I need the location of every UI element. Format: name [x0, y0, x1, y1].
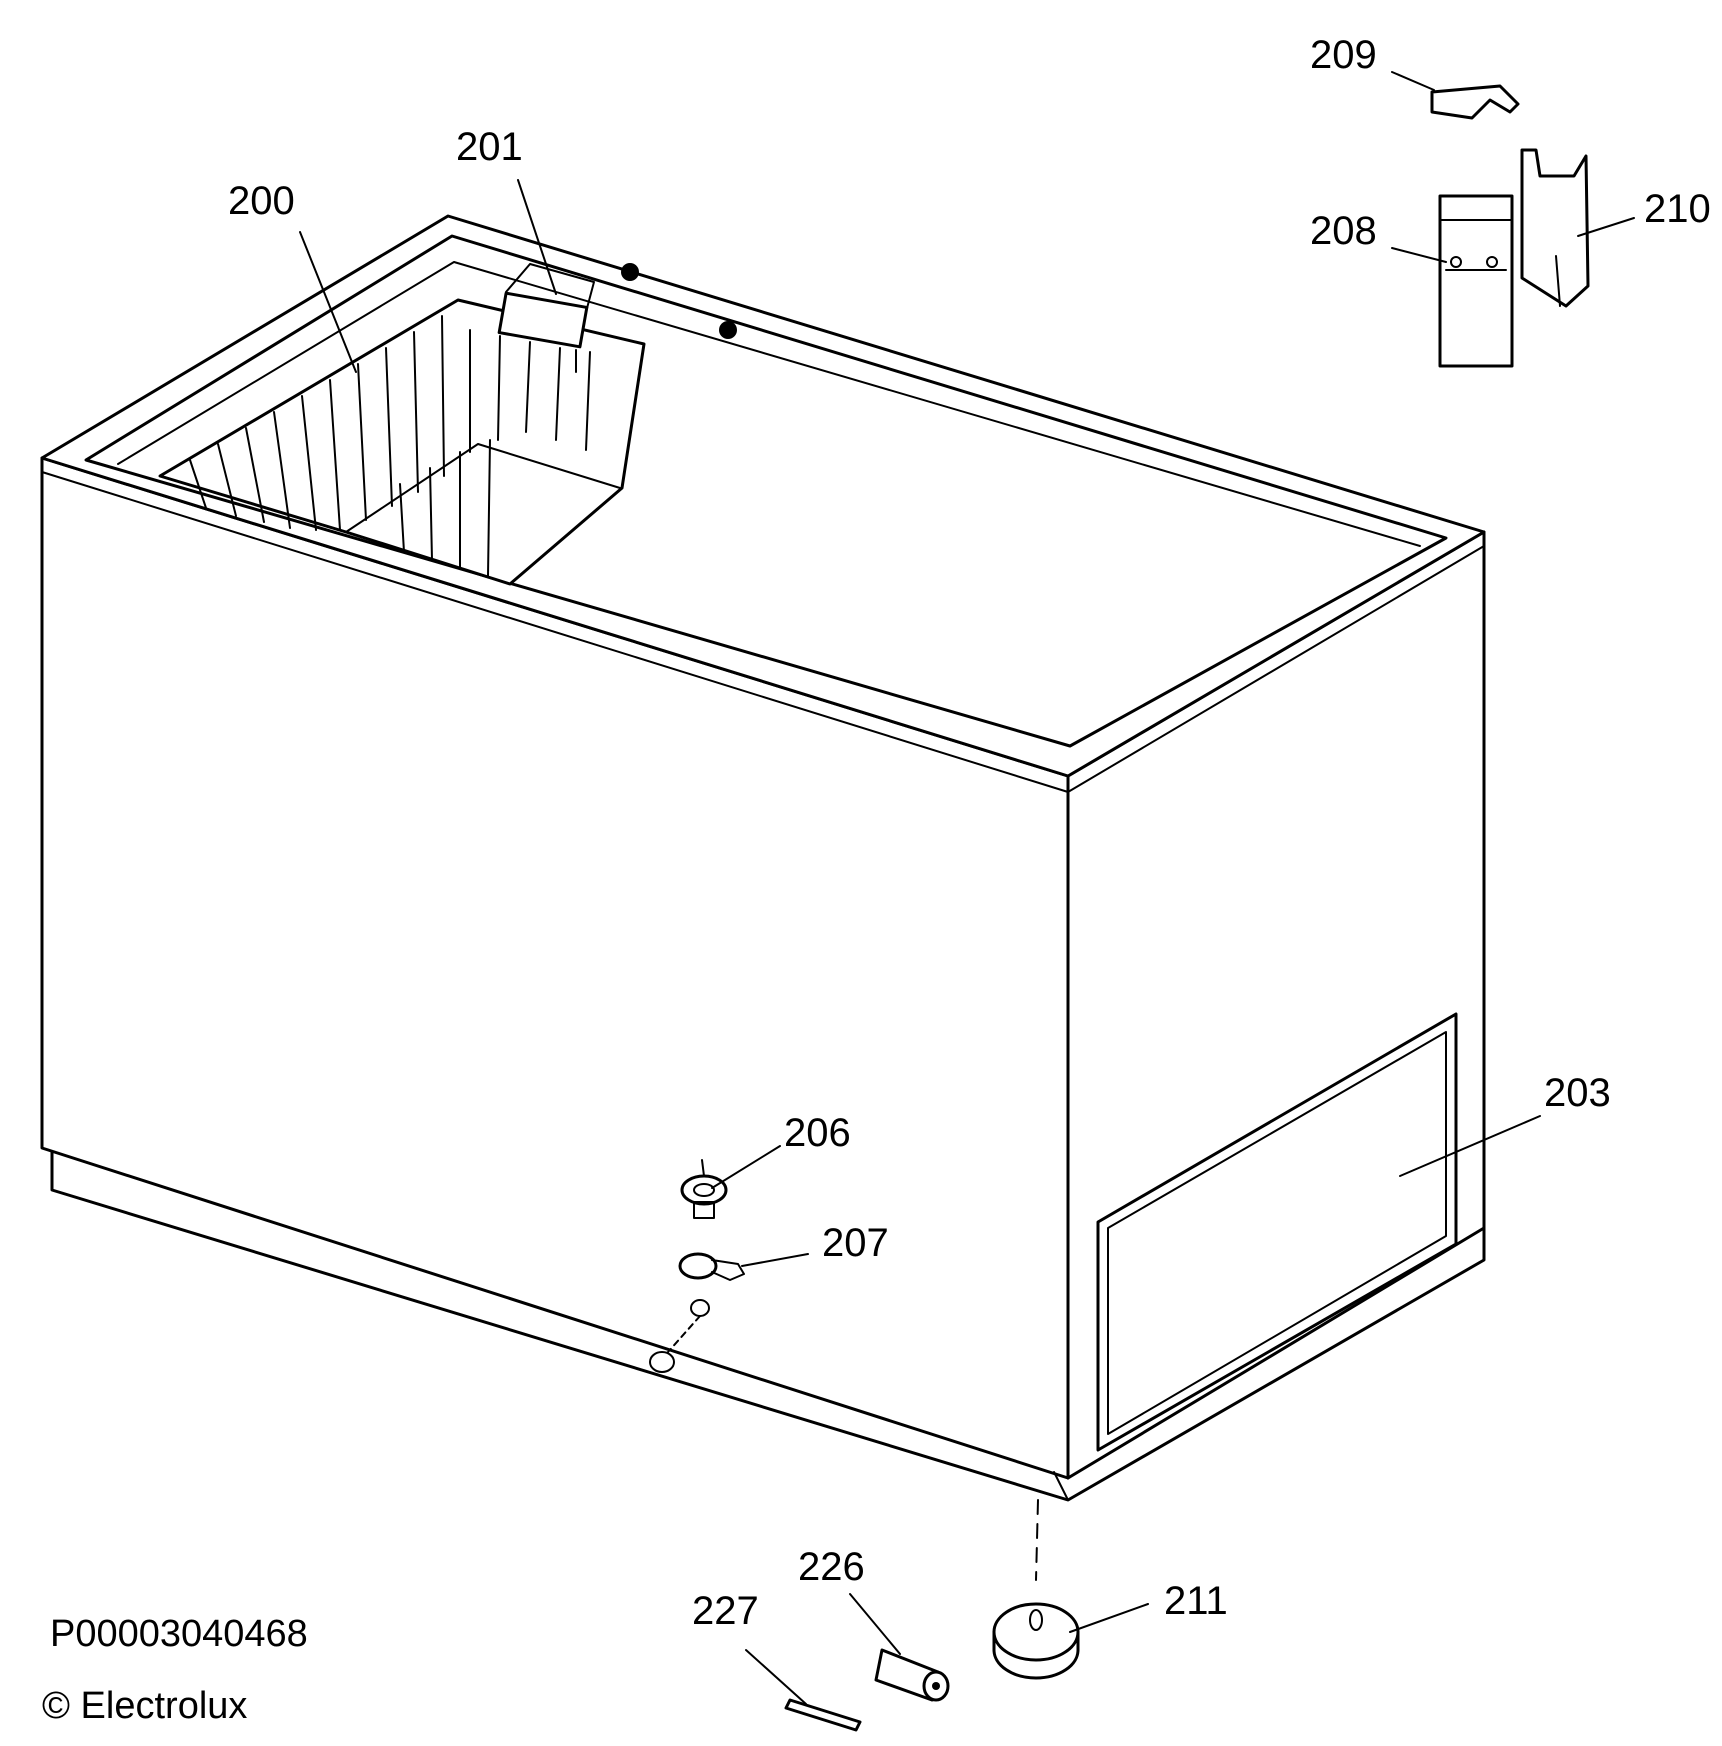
- label-part-208: 208: [1310, 209, 1377, 253]
- label-part-210: 210: [1644, 187, 1711, 231]
- label-part-207: 207: [822, 1221, 889, 1265]
- rivet: [621, 263, 639, 281]
- label-part-209: 209: [1310, 33, 1377, 77]
- leader-lines: [299, 71, 1635, 1705]
- label-part-201: 201: [456, 125, 523, 169]
- cabinet-inner-wall: [117, 261, 1421, 547]
- lock-nut: [649, 1351, 675, 1373]
- cabinet-opening: [84, 234, 1448, 748]
- thermostat-cover: [1520, 148, 1590, 308]
- thermostat-parts: [1430, 84, 1590, 368]
- copyright-notice: © Electrolux: [42, 1685, 247, 1727]
- foot: [992, 1499, 1080, 1680]
- label-part-211: 211: [1164, 1579, 1228, 1623]
- label-part-203: 203: [1544, 1071, 1611, 1115]
- label-part-206: 206: [784, 1111, 851, 1155]
- drawing-id: P00003040468: [50, 1613, 308, 1655]
- lock-parts: [649, 1159, 745, 1373]
- thermostat-body: [1438, 194, 1514, 368]
- basket: [158, 298, 646, 586]
- rod-227: [784, 1698, 862, 1732]
- freezer-cabinet: [40, 214, 1486, 1502]
- label-part-227: 227: [692, 1589, 759, 1633]
- small-parts: [784, 1648, 950, 1732]
- vent-grille: [1096, 1012, 1458, 1452]
- lock-barrel: [680, 1174, 728, 1206]
- thermostat-clip: [1430, 84, 1520, 120]
- basket-wires: [189, 315, 591, 577]
- label-part-200: 200: [228, 179, 295, 223]
- basket-divider: [345, 443, 621, 533]
- label-part-226: 226: [798, 1545, 865, 1589]
- light-housing: [497, 263, 737, 373]
- rivet: [719, 321, 737, 339]
- lock-cam: [678, 1252, 718, 1280]
- cabinet-rim-edge: [41, 471, 1485, 793]
